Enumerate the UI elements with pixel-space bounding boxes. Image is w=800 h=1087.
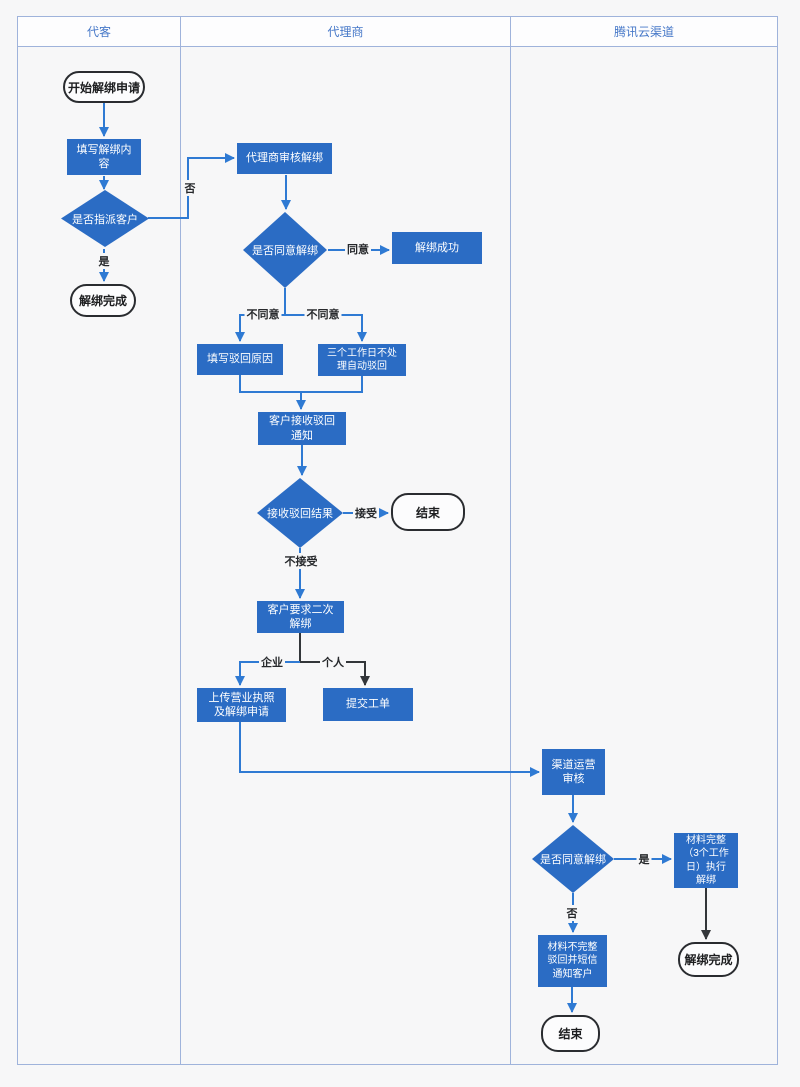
- edge-label-no-2: 否: [564, 905, 580, 921]
- node-unbind-complete-2[interactable]: 解绑完成: [678, 942, 739, 977]
- edge-label-not-accept: 不接受: [282, 553, 320, 569]
- node-channel-ops-review[interactable]: 渠道运营 审核: [542, 749, 605, 795]
- node-agent-review[interactable]: 代理商审核解绑: [237, 143, 332, 174]
- edge-upload-to-channel-review: [239, 722, 540, 777]
- lane-divider-1: [180, 16, 181, 1065]
- lane-header-row: 代客 代理商 腾讯云渠道: [18, 17, 777, 47]
- node-unbind-complete-1[interactable]: 解绑完成: [70, 284, 136, 317]
- edge-label-accept: 接受: [353, 505, 379, 521]
- node-material-complete-execute[interactable]: 材料完整 （3个工作 日）执行 解绑: [674, 833, 738, 888]
- edge-label-personal: 个人: [320, 654, 346, 670]
- node-end-2[interactable]: 结束: [541, 1015, 600, 1052]
- node-start-unbind-apply[interactable]: 开始解绑申请: [63, 71, 145, 103]
- edge-label-no-1: 否: [182, 180, 198, 196]
- node-unbind-success[interactable]: 解绑成功: [392, 232, 482, 264]
- edge-label-yes-2: 是: [636, 851, 652, 867]
- node-upload-license[interactable]: 上传营业执照 及解绑申请: [197, 688, 286, 722]
- edge-label-yes-1: 是: [96, 253, 112, 269]
- node-material-incomplete-reject[interactable]: 材料不完整 驳回并短信 通知客户: [538, 935, 607, 987]
- lane-header-tencent-channel: 腾讯云渠道: [510, 17, 777, 46]
- node-customer-receive-notice[interactable]: 客户接收驳回 通知: [258, 412, 346, 445]
- node-auto-reject-3days[interactable]: 三个工作日不处 理自动驳回: [318, 344, 406, 376]
- node-second-unbind-request[interactable]: 客户要求二次 解绑: [257, 601, 344, 633]
- node-fill-unbind-content[interactable]: 填写解绑内 容: [67, 139, 141, 175]
- node-fill-reject-reason[interactable]: 填写驳回原因: [197, 344, 283, 375]
- swimlane-frame: [17, 16, 778, 1065]
- edge-merge-bar: [239, 375, 363, 393]
- edge-label-disagree-left: 不同意: [244, 306, 282, 322]
- lane-header-agent: 代理商: [180, 17, 510, 46]
- edge-label-agree: 同意: [345, 241, 371, 257]
- node-end-1[interactable]: 结束: [391, 493, 465, 531]
- lane-divider-2: [510, 16, 511, 1065]
- lane-header-customer: 代客: [86, 25, 111, 39]
- edge-label-disagree-right: 不同意: [304, 306, 342, 322]
- node-submit-ticket[interactable]: 提交工单: [323, 688, 413, 721]
- edge-label-enterprise: 企业: [259, 654, 285, 670]
